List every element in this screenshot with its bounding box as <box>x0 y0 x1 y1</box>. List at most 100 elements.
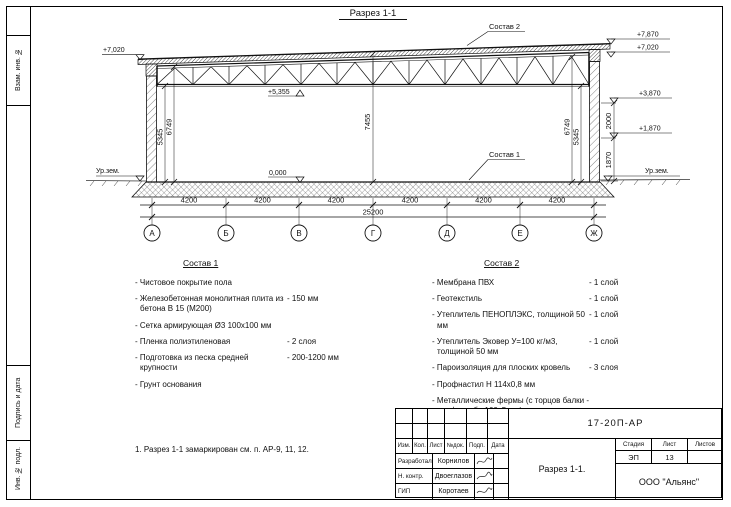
table-row: Н. контр. Двоеглазов <box>396 469 508 484</box>
list-item-value: - 1 слой <box>589 310 619 320</box>
table-cell <box>413 424 428 438</box>
table-header-row: Изм. Кол. Лист №док. Подп. Дата <box>396 439 508 454</box>
ground-label-right: Ур.зем. <box>645 168 669 175</box>
list-item-text: - Мембрана ПВХ <box>432 277 495 287</box>
bay-dim-6: 4200 <box>549 196 566 205</box>
header-cell: Изм. <box>396 439 413 453</box>
level-shelves <box>96 38 680 182</box>
stage-value-row: ЭП 13 <box>616 451 722 464</box>
horizontal-dims <box>140 198 606 225</box>
margin-label-inv: Инв. № подл. <box>15 446 22 491</box>
elev-left: +7,020 <box>103 47 125 54</box>
sheet-label: Лист <box>652 439 688 451</box>
ground-label-left: Ур.зем. <box>96 168 120 175</box>
axis-bubble-a: А <box>143 224 161 242</box>
list-item-value: - 1 слой <box>589 336 619 346</box>
right-eave-block <box>588 49 601 62</box>
title-block-right: Стадия Лист Листов ЭП 13 ООО "Альянс" <box>616 439 722 499</box>
margin-divider <box>7 35 30 36</box>
table-row: ГИП Коротаев <box>396 484 508 499</box>
composition-1-list: Состав 1 - Чистовое покрытие пола - Желе… <box>135 258 415 390</box>
margin-divider <box>7 365 30 366</box>
drawing-note: 1. Разрез 1-1 замаркирован см. п. АР-9, … <box>135 445 309 454</box>
margin-divider <box>7 105 30 106</box>
list-item-value <box>589 380 661 390</box>
svg-text:Е: Е <box>517 229 522 238</box>
signature-icon <box>476 471 492 479</box>
signature-icon <box>476 487 492 494</box>
signature-cell <box>475 469 494 483</box>
sheets-value <box>688 451 722 464</box>
date-cell <box>494 469 507 483</box>
composition-2-title: Состав 2 <box>484 258 520 268</box>
axis-bubble-d: Д <box>438 224 456 242</box>
svg-text:Б: Б <box>223 229 228 238</box>
date-cell <box>494 484 507 499</box>
list-item: - Подготовка из песка средней крупности-… <box>135 353 415 373</box>
axis-bubble-e: Е <box>511 224 529 242</box>
list-item-text: - Профнастил Н 114х0,8 мм <box>432 379 536 389</box>
stage-label: Стадия <box>616 439 652 451</box>
vdim-left-6749: 6749 <box>165 119 174 136</box>
floor-slab <box>131 181 615 198</box>
name-cell: Корнилов <box>433 454 475 468</box>
section-title: Разрез 1-1 <box>350 8 397 19</box>
list-item-value: - 2 слоя <box>287 336 317 346</box>
list-item: - Пленка полиэтиленовая- 2 слоя <box>135 337 415 347</box>
section-drawing: Разрез 1-1 +7,020 +7,870 +7,020 +3,870 <box>85 8 691 242</box>
table-row <box>396 409 508 424</box>
vdim-right-6749: 6749 <box>563 119 572 136</box>
name-cell: Двоеглазов <box>433 469 475 483</box>
elev-right-3870: +3,870 <box>639 91 661 98</box>
list-item: - Чистовое покрытие пола <box>135 278 415 288</box>
roof <box>137 43 611 65</box>
date-cell <box>494 454 507 468</box>
callout-sostav2-label: Состав 2 <box>489 22 520 31</box>
list-item-text: - Подготовка из песка средней крупности <box>135 353 249 373</box>
table-cell <box>428 409 445 423</box>
table-cell <box>488 409 508 423</box>
signature-cell <box>475 484 494 499</box>
list-item-value <box>287 278 399 288</box>
list-item-text: - Сетка армирующая Ø3 100х100 мм <box>135 320 272 330</box>
axis-bubble-g: Г <box>364 224 382 242</box>
title-block: Изм. Кол. Лист №док. Подп. Дата Разработ… <box>395 408 722 499</box>
sheet-value: 13 <box>652 451 688 464</box>
header-cell: Лист <box>428 439 445 453</box>
bay-dim-5: 4200 <box>475 196 492 205</box>
list-item-value <box>287 380 399 390</box>
composition-1-title: Состав 1 <box>183 258 219 268</box>
vdim-center-7455: 7455 <box>363 114 372 131</box>
table-row: Разработал Корнилов <box>396 454 508 469</box>
stage-header-row: Стадия Лист Листов <box>616 439 722 451</box>
stage-value: ЭП <box>616 451 652 464</box>
list-item-text: - Утеплитель ПЕНОПЛЭКС, толщиной 50 мм <box>432 310 585 330</box>
table-cell <box>467 409 488 423</box>
table-cell <box>445 409 467 423</box>
vertical-dim-lines <box>164 54 615 182</box>
table-row <box>396 424 508 439</box>
margin-label-podpis: Подпись и дата <box>15 377 22 428</box>
sheet-frame <box>30 6 723 500</box>
callout-sostav1: Состав 1 <box>468 150 525 181</box>
list-item-value: - 150 мм <box>287 294 319 304</box>
signature-cell <box>475 454 494 468</box>
sheets-label: Листов <box>688 439 722 451</box>
list-item: - Пароизоляция для плоских кровель- 3 сл… <box>432 363 672 373</box>
list-item: - Утеплитель ПЕНОПЛЭКС, толщиной 50 мм - … <box>432 310 672 330</box>
total-dim: 25200 <box>363 208 384 217</box>
header-cell: №док. <box>445 439 467 453</box>
table-cell <box>488 424 508 438</box>
list-item: - Утеплитель Эковер У=100 кг/м3, толщино… <box>432 337 672 357</box>
list-item-text: - Утеплитель Эковер У=100 кг/м3, толщино… <box>432 336 558 357</box>
title-block-left-grid: Изм. Кол. Лист №док. Подп. Дата Разработ… <box>396 409 509 499</box>
table-cell <box>396 409 413 423</box>
header-cell: Кол. <box>413 439 428 453</box>
list-item: - Сетка армирующая Ø3 100х100 мм <box>135 321 415 331</box>
bay-dim-3: 4200 <box>328 196 345 205</box>
list-item-value: - 3 слоя <box>589 363 619 373</box>
vdim-seg-2000: 2000 <box>604 113 613 130</box>
vdim-seg-1870: 1870 <box>604 152 613 169</box>
axis-bubble-zh: Ж <box>585 224 603 242</box>
svg-text:Д: Д <box>444 229 450 238</box>
